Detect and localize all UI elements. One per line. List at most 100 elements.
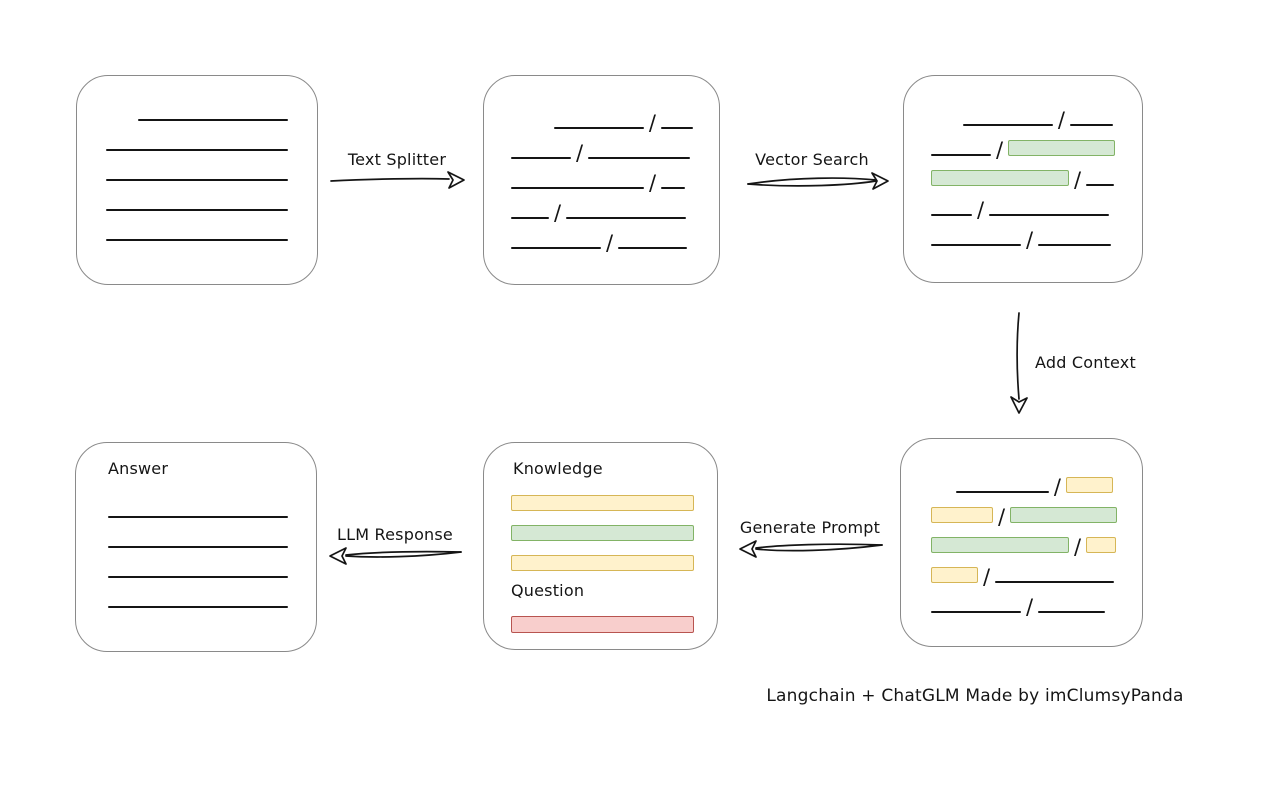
text-line (108, 576, 288, 578)
text-line (1086, 184, 1115, 186)
green-highlight-bar (931, 537, 1069, 553)
document-lines (106, 91, 288, 241)
chunk-row: / (511, 129, 693, 164)
yellow-highlight-bar (931, 567, 978, 583)
chunk-row: / (511, 99, 693, 134)
text-line (108, 546, 288, 548)
text-line (511, 157, 571, 159)
yellow-highlight-bar (511, 495, 694, 511)
green-highlight-bar (511, 525, 694, 541)
green-highlight-bar (931, 170, 1069, 186)
text-line (955, 491, 1049, 493)
chunk-row: / (931, 553, 1115, 588)
text-line (1038, 244, 1112, 246)
slash-separator: / (998, 505, 1006, 529)
add-context-label: Add Context (1035, 353, 1136, 372)
chunk-row (511, 481, 694, 511)
text-line (511, 247, 601, 249)
question-label: Question (511, 581, 585, 600)
text-splitter-label: Text Splitter (347, 150, 447, 169)
text-line (995, 581, 1115, 583)
chunk-row: / (511, 189, 693, 224)
matched-lines: / / / / / (931, 96, 1116, 251)
chunk-row: / (931, 493, 1118, 528)
chunk-row (511, 603, 694, 633)
text-line (1070, 124, 1113, 126)
yellow-highlight-bar (931, 507, 993, 523)
chunk-row: / (931, 583, 1113, 618)
add-context-arrow (1010, 312, 1028, 414)
knowledge-bars (511, 481, 694, 571)
chunk-row (106, 181, 288, 211)
slash-separator: / (977, 198, 985, 222)
text-line (962, 124, 1053, 126)
text-line (931, 214, 972, 216)
chunk-row (108, 578, 288, 608)
text-line (553, 127, 644, 129)
text-line (931, 244, 1021, 246)
text-line (138, 119, 288, 121)
text-line (661, 187, 686, 189)
text-line (931, 154, 991, 156)
llm-response-arrow (329, 547, 462, 565)
text-splitter-arrow (330, 171, 465, 189)
slash-separator: / (1057, 108, 1065, 132)
prompt-box: Knowledge Question (483, 442, 718, 650)
slash-separator: / (649, 171, 657, 195)
question-bar (511, 603, 694, 633)
chunk-row (106, 211, 288, 241)
yellow-highlight-bar (1066, 477, 1113, 493)
chunk-row: / (931, 186, 1113, 221)
chunk-row: / (931, 463, 1113, 498)
yellow-highlight-bar (511, 555, 694, 571)
chunk-row (106, 121, 288, 151)
slash-separator: / (648, 111, 656, 135)
matched-chunks-box: / / / / / (903, 75, 1143, 283)
llm-response-label: LLM Response (337, 525, 453, 544)
green-highlight-bar (1008, 140, 1116, 156)
text-line (618, 247, 688, 249)
text-line (566, 217, 687, 219)
answer-lines (108, 488, 288, 608)
answer-label: Answer (108, 459, 169, 478)
chunk-row: / (931, 126, 1116, 161)
text-line (108, 606, 288, 608)
text-line (106, 179, 288, 181)
slash-separator: / (1026, 595, 1034, 619)
yellow-highlight-bar (1086, 537, 1117, 553)
text-line (106, 239, 288, 241)
chunk-row (108, 518, 288, 548)
chunk-lines: / / / / / (511, 99, 693, 254)
slash-separator: / (1026, 228, 1034, 252)
generate-prompt-arrow (739, 540, 883, 558)
chunk-row: / (931, 216, 1113, 251)
context-box: ///// (900, 438, 1143, 647)
slash-separator: / (1074, 535, 1082, 559)
slash-separator: / (554, 201, 562, 225)
slash-separator: / (1074, 168, 1082, 192)
green-highlight-bar (1010, 507, 1118, 523)
chunk-row: / (511, 159, 693, 194)
chunk-row: / (931, 523, 1117, 558)
credit-caption: Langchain + ChatGLM Made by imClumsyPand… (766, 686, 1184, 706)
answer-box: Answer (75, 442, 317, 652)
chunk-row: / (931, 156, 1115, 191)
slash-separator: / (996, 138, 1004, 162)
text-line (989, 214, 1110, 216)
knowledge-label: Knowledge (513, 459, 603, 478)
text-line (661, 127, 693, 129)
chunk-row: / (511, 219, 693, 254)
chunk-row (108, 548, 288, 578)
context-lines: ///// (931, 463, 1118, 618)
vector-search-arrow (747, 172, 889, 190)
chunk-row (511, 541, 694, 571)
chunk-row (511, 511, 694, 541)
text-line (511, 217, 549, 219)
vector-search-label: Vector Search (755, 150, 869, 169)
chunk-row (106, 151, 288, 181)
slash-separator: / (606, 231, 614, 255)
text-line (931, 611, 1021, 613)
text-line (1038, 611, 1106, 613)
slash-separator: / (576, 141, 584, 165)
